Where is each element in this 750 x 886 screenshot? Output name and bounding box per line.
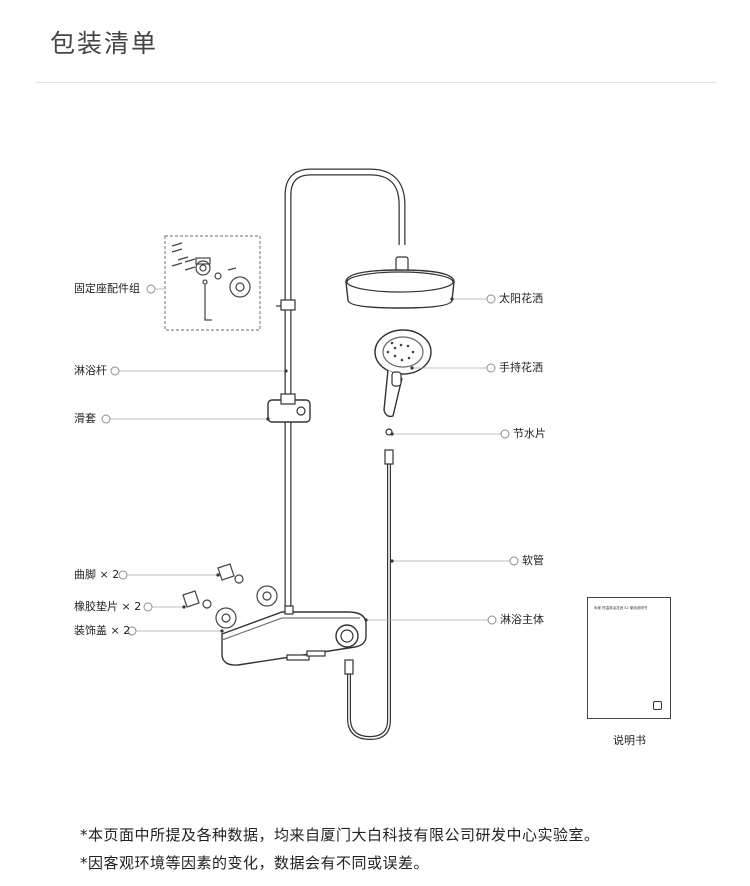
shower-body-illustration (221, 605, 367, 666)
hose-illustration (344, 449, 394, 741)
label-hand-shower: 手持花洒 (499, 361, 543, 374)
label-rubber-gasket: 橡胶垫片 × 2 (74, 600, 142, 613)
label-shower-body: 淋浴主体 (500, 613, 544, 626)
label-flow-plate: 节水片 (513, 427, 546, 440)
manual-booklet: 米家 恒温淋浴花洒 S1 使用说明书 (587, 597, 671, 719)
mi-logo-icon (653, 701, 662, 710)
top-shower-illustration (345, 256, 455, 309)
slider-illustration (267, 393, 311, 423)
manual-cover-text: 米家 恒温淋浴花洒 S1 使用说明书 (594, 606, 648, 610)
title-divider (36, 82, 716, 83)
label-fixing-kit: 固定座配件组 (74, 282, 140, 295)
leader-lines (110, 288, 510, 632)
label-slider: 滑套 (74, 412, 96, 425)
hand-shower-illustration (374, 329, 432, 418)
label-manual: 说明书 (613, 734, 646, 747)
footnote-variation: *因客观环境等因素的变化，数据会有不同或误差。 (80, 854, 430, 872)
page-title: 包装清单 (50, 29, 159, 58)
label-top-shower: 太阳花洒 (499, 292, 543, 305)
fittings-illustration (182, 563, 278, 629)
footnote-data-source: *本页面中所提及各种数据，均来自厦门大白科技有限公司研发中心实验室。 (80, 826, 600, 844)
label-cover: 装饰盖 × 2 (74, 624, 131, 637)
fixing-kit-illustration (164, 235, 261, 331)
label-hose: 软管 (522, 554, 544, 567)
leader-circles (101, 284, 519, 636)
shower-rod-illustration (276, 168, 406, 610)
label-elbow: 曲脚 × 2 (74, 568, 120, 581)
label-shower-rod: 淋浴杆 (74, 364, 107, 377)
